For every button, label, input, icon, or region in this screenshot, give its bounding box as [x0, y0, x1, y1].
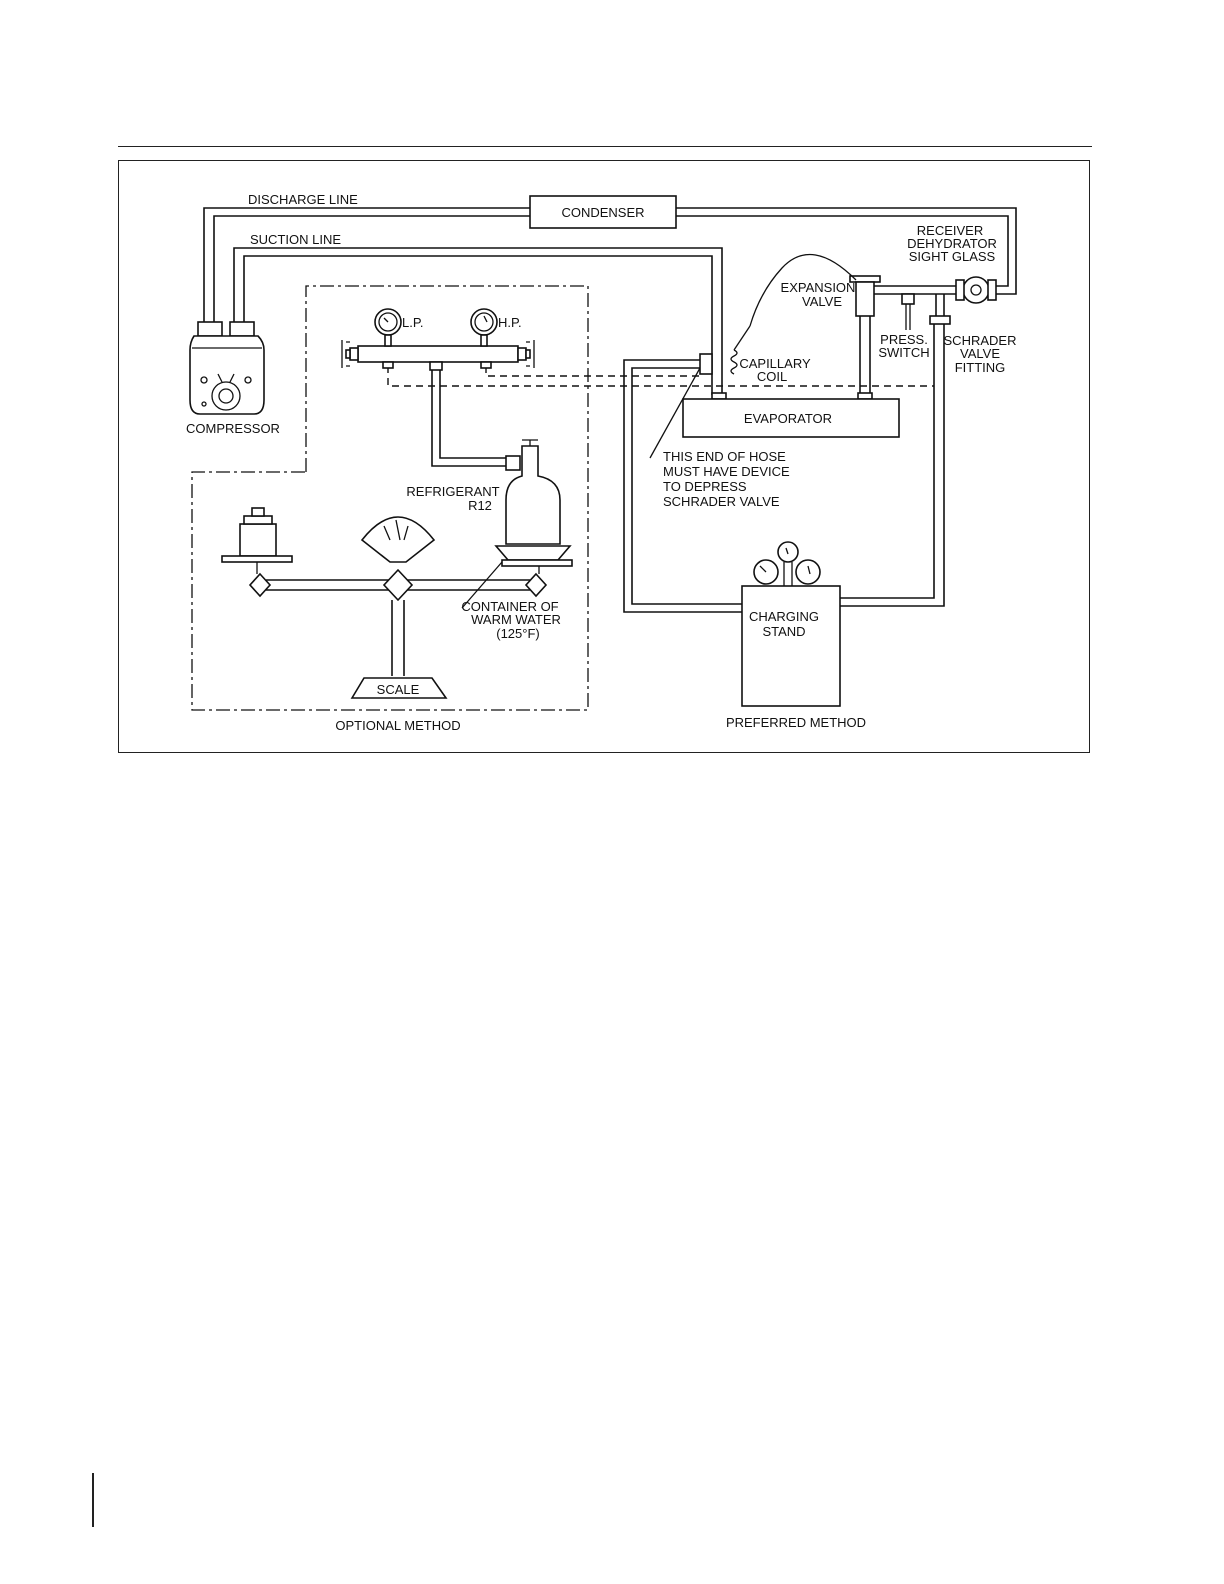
optional-method-border [191, 285, 589, 711]
capillary-coil [699, 325, 751, 375]
scale-label: SCALE [377, 682, 420, 697]
evaporator-label: EVAPORATOR [744, 411, 832, 426]
manifold-gauge-set [341, 308, 535, 371]
discharge-line [203, 207, 1017, 322]
refrigerant-label-1: REFRIGERANT [406, 484, 499, 499]
container-note-3: (125°F) [496, 626, 540, 641]
hp-gauge-label: H.P. [498, 315, 522, 330]
hose-note-2: MUST HAVE DEVICE [663, 464, 790, 479]
capillary-coil-label-1: CAPILLARY [739, 356, 811, 371]
receiver-label-2: DEHYDRATOR [907, 236, 997, 251]
labels: DISCHARGE LINE CONDENSER SUCTION LINE RE… [186, 192, 1016, 733]
condenser [529, 195, 677, 229]
manifold-dashed-hoses [387, 366, 934, 387]
compressor [189, 321, 265, 415]
expansion-valve-label-1: EXPANSION [781, 280, 856, 295]
leader-lines [461, 367, 701, 609]
charging-stand-label-1: CHARGING [749, 609, 819, 624]
manifold-to-cylinder-hose [431, 370, 508, 467]
lp-gauge-label: L.P. [402, 315, 423, 330]
expansion-valve-label-2: VALVE [802, 294, 842, 309]
charging-hose-left [623, 359, 742, 613]
discharge-line-label: DISCHARGE LINE [248, 192, 358, 207]
expansion-valve [749, 253, 881, 398]
refrigerant-cylinder [494, 439, 572, 561]
container-note-2: WARM WATER [471, 612, 561, 627]
receiver-label-1: RECEIVER [917, 223, 983, 238]
press-switch-label-1: PRESS. [880, 332, 928, 347]
charging-stand [741, 541, 841, 707]
margin-rule [92, 1473, 94, 1527]
compressor-label: COMPRESSOR [186, 421, 280, 436]
receiver-label-3: SIGHT GLASS [909, 249, 996, 264]
optional-method-label: OPTIONAL METHOD [335, 718, 460, 733]
receiver-dehydrator [874, 276, 997, 304]
hose-note-3: TO DEPRESS [663, 479, 747, 494]
capillary-coil-label-2: COIL [757, 369, 787, 384]
scale [221, 507, 573, 699]
schrader-label-3: FITTING [955, 360, 1006, 375]
charging-stand-label-2: STAND [762, 624, 805, 639]
suction-line-label: SUCTION LINE [250, 232, 341, 247]
suction-line [233, 247, 723, 395]
press-switch-label-2: SWITCH [878, 345, 929, 360]
top-rule [118, 146, 1092, 147]
refrigerant-label-2: R12 [468, 498, 492, 513]
schrader-valve-fitting [840, 294, 951, 607]
preferred-method-label: PREFERRED METHOD [726, 715, 866, 730]
container-note-1: CONTAINER OF [461, 599, 558, 614]
schrader-label-1: SCHRADER [944, 333, 1017, 348]
figure-frame [118, 160, 1090, 753]
schrader-label-2: VALVE [960, 346, 1000, 361]
press-switch [901, 293, 915, 330]
condenser-label: CONDENSER [561, 205, 644, 220]
hose-note-1: THIS END OF HOSE [663, 449, 786, 464]
hose-note-4: SCHRADER VALVE [663, 494, 780, 509]
evaporator [682, 392, 900, 438]
